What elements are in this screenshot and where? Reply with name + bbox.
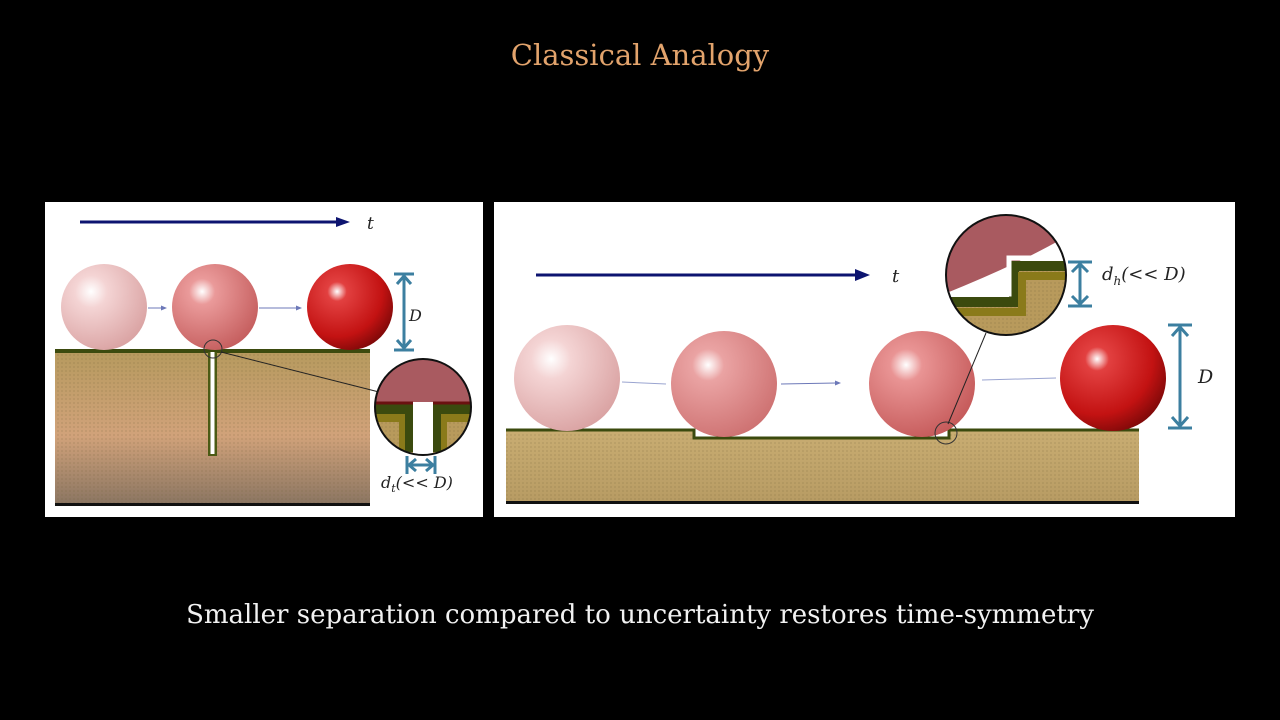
zoom-leader-line xyxy=(947,332,987,425)
diameter-label: D xyxy=(408,306,422,325)
diameter-dimension xyxy=(394,272,414,352)
slide-title: Classical Analogy xyxy=(510,38,770,72)
zoom-focus-circle xyxy=(203,339,223,359)
trajectory-arrow xyxy=(981,377,1057,381)
zoom-focus-circle xyxy=(934,421,958,445)
step-dimension xyxy=(1068,260,1092,308)
slide-caption: Smaller separation compared to uncertain… xyxy=(186,600,1094,630)
ball-medium xyxy=(172,264,258,350)
ball-faded xyxy=(61,264,147,350)
zoom-inset xyxy=(946,215,1066,335)
diameter-dimension xyxy=(1168,323,1192,430)
gap-dimension xyxy=(405,456,437,474)
time-arrow xyxy=(536,269,870,281)
trajectory-arrow xyxy=(259,305,302,311)
gap-label: dt(<< D) xyxy=(381,473,453,495)
ball-solid xyxy=(1060,325,1166,431)
ball-medium xyxy=(869,331,975,437)
ball-solid xyxy=(307,264,393,350)
step-diagram-panel: t D xyxy=(494,202,1235,517)
zoom-leader-line xyxy=(220,351,380,393)
ground-block xyxy=(506,428,1139,504)
step-diagram: t D xyxy=(506,214,1213,504)
trajectory-arrow xyxy=(148,305,167,311)
crack-diagram-panel: t D xyxy=(45,202,483,517)
time-arrow xyxy=(80,217,350,227)
time-label: t xyxy=(367,214,374,234)
trajectory-arrow xyxy=(780,380,841,386)
trajectory-arrow xyxy=(621,381,667,385)
step-label: dh(<< D) xyxy=(1102,264,1186,288)
ball-faded xyxy=(514,325,620,431)
diameter-label: D xyxy=(1197,366,1213,388)
ball-medium xyxy=(671,331,777,437)
crack-diagram: t D xyxy=(55,214,472,506)
crack xyxy=(208,352,217,456)
time-label: t xyxy=(892,266,900,287)
